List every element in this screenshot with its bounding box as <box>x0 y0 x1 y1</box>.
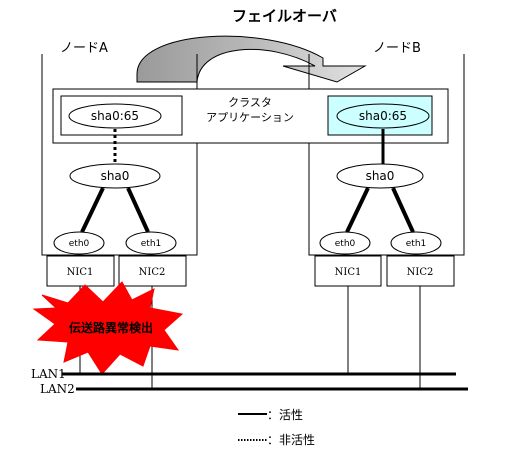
link-b-eth0 <box>345 187 370 233</box>
eth1-a <box>125 231 177 255</box>
node-b-frame <box>308 54 465 256</box>
failover-arrow <box>136 35 367 83</box>
eth1-a-label: eth1 <box>141 239 162 249</box>
lan2-label: LAN2 <box>40 382 75 396</box>
virtual-if-label-a: sha0 <box>101 169 130 183</box>
nic2-a <box>118 255 187 287</box>
nic2-a-label: NIC2 <box>139 267 166 278</box>
node-a-frame <box>41 54 198 256</box>
legend-active-label: ：活性 <box>267 408 303 422</box>
virtual-if-a <box>69 163 161 189</box>
cluster-label-line1: クラスタ <box>228 96 272 109</box>
virtual-if-label-b: sha0 <box>366 169 395 183</box>
legend-inactive-label: ：非活性 <box>267 433 315 447</box>
eth0-b <box>319 231 371 255</box>
error-burst-label: 伝送路異常検出 <box>69 320 153 335</box>
cluster-label-line2: アプリケーション <box>206 111 294 124</box>
alias-ellipse-a <box>68 103 162 129</box>
nic1-b-label: NIC1 <box>335 267 362 278</box>
link-a-eth1 <box>126 187 150 233</box>
alias-label-b: sha0:65 <box>359 109 407 123</box>
eth0-b-label: eth0 <box>335 239 356 249</box>
error-burst <box>32 281 184 375</box>
eth0-a <box>53 231 105 255</box>
eth1-b-label: eth1 <box>406 239 427 249</box>
nic1-b <box>314 255 382 287</box>
nic2-b <box>386 255 455 287</box>
link-b-eth1 <box>391 187 415 233</box>
eth0-a-label: eth0 <box>69 239 90 249</box>
alias-label-a: sha0:65 <box>91 109 139 123</box>
nic2-b-label: NIC2 <box>407 267 434 278</box>
eth1-b <box>390 231 442 255</box>
nic1-a-label: NIC1 <box>67 267 94 278</box>
alias-ellipse-b <box>336 103 430 129</box>
nic1-a <box>46 255 115 287</box>
diagram-title: フェイルオーバ <box>232 7 337 25</box>
node-a-label: ノードA <box>60 41 108 56</box>
virtual-if-b <box>336 163 424 189</box>
node-b-label: ノードB <box>373 41 421 56</box>
lan1-label: LAN1 <box>31 367 66 381</box>
link-a-eth0 <box>80 187 105 233</box>
